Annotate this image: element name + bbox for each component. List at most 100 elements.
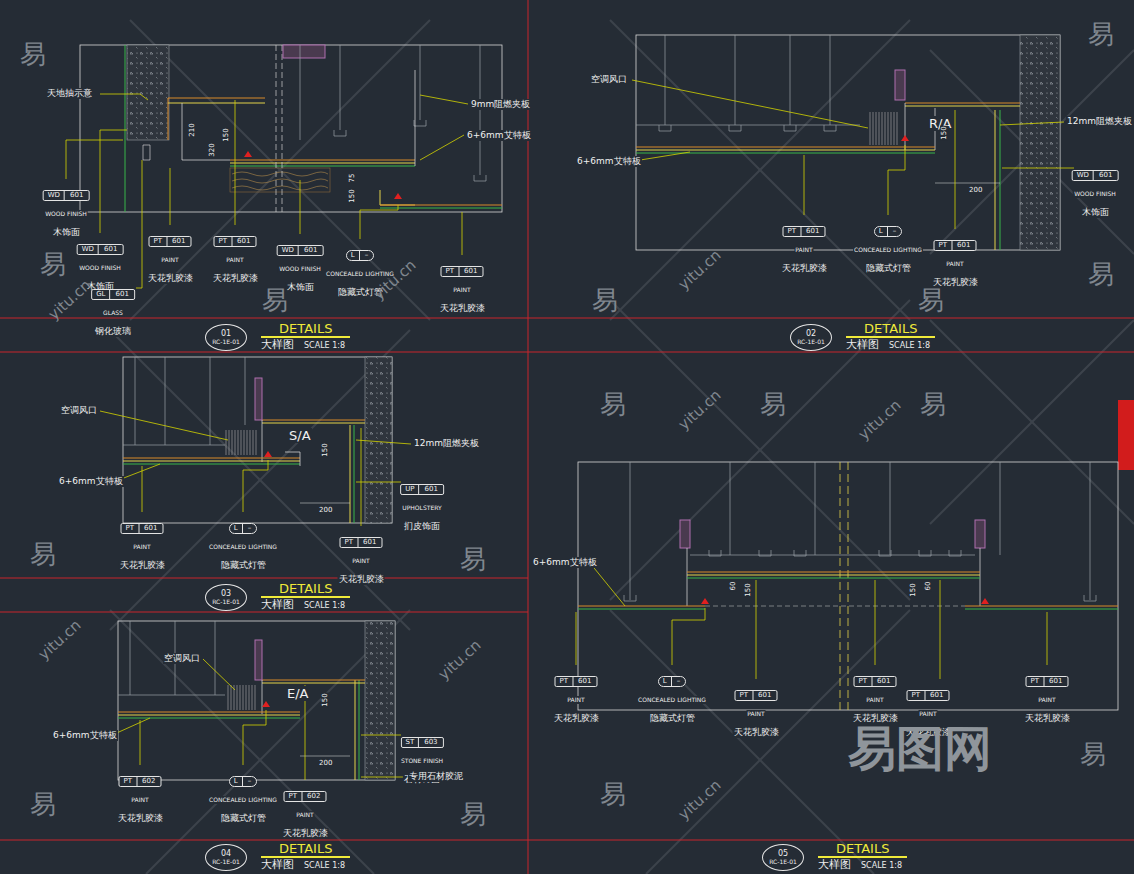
watermark-glyph: 易: [918, 286, 944, 314]
material-number: 601: [99, 245, 122, 254]
material-number: –: [243, 524, 257, 533]
caption-line: 天花乳胶漆: [119, 553, 166, 572]
material-tag: PT602PAINT 天花乳胶漆: [282, 783, 329, 840]
caption-line: CONCEALED LIGHTING: [853, 237, 923, 256]
material-name-en: STONE FINISH: [400, 757, 444, 765]
material-tag: PT601PAINT天花乳胶漆: [553, 668, 600, 725]
material-name-zh: 天花乳胶漆: [733, 727, 780, 738]
material-number: 601: [139, 524, 162, 533]
lighting-tag: L–CONCEALED LIGHTING隐藏式灯管: [208, 515, 278, 572]
leader-lines: [66, 80, 1074, 780]
caption-line: PAINT: [1024, 687, 1071, 706]
material-tag: PT601PAINT天花乳胶漆: [852, 668, 899, 725]
material-tag: PT601PAINT天花乳胶漆: [119, 515, 166, 572]
caption-line: 天花乳胶漆: [282, 821, 329, 840]
material-tag: PT601PAINT天花乳胶漆: [439, 258, 486, 315]
material-name-en: CONCEALED LIGHTING: [853, 246, 923, 254]
material-tag: PT601PAINT天花乳胶漆: [1024, 668, 1071, 725]
material-name-en: WOOD FINISH: [278, 265, 322, 273]
tag-code-box: PT601: [783, 226, 826, 237]
material-tag: PT601PAINT天花乳胶漆: [338, 529, 385, 586]
tag-code-box: PT601: [149, 236, 192, 247]
tag-code-box: ST603: [400, 737, 443, 748]
detail-number: 01: [221, 329, 231, 338]
material-code: L: [230, 524, 243, 533]
material-code: PT: [285, 792, 303, 801]
material-name-en: UPHOLSTERY: [401, 504, 442, 512]
panel-frames: [80, 35, 1118, 780]
dimension-text: 150: [909, 582, 917, 597]
material-name-en: WOOD FINISH: [78, 264, 122, 272]
title-text-column: DETAILS大样图SCALE 1:8: [818, 842, 907, 872]
material-name-en: PAINT: [130, 796, 149, 804]
title-text-column: DETAILS大样图SCALE 1:8: [261, 582, 350, 612]
caption-line: PAINT: [212, 247, 259, 266]
caption-line: 隐藏式灯管: [208, 806, 278, 825]
tag-code-box: L–: [658, 676, 686, 687]
caption-line: PAINT: [338, 548, 385, 567]
watermark-glyph: 易: [1080, 740, 1106, 768]
material-number: 601: [952, 241, 975, 250]
material-number: 601: [573, 677, 596, 686]
watermark-url: yitu.cn: [35, 617, 84, 664]
material-tag: WD601WOOD FINISH木饰面: [1072, 162, 1119, 219]
tag-code-box: PT601: [907, 690, 950, 701]
title-text-column: DETAILS大样图SCALE 1:8: [261, 842, 350, 872]
material-name-en: PAINT: [746, 710, 765, 718]
tag-code-box: L–: [229, 523, 257, 534]
dimension-text: 150: [321, 442, 329, 457]
watermark-url: yitu.cn: [675, 777, 724, 824]
title-text-column: DETAILS大样图SCALE 1:8: [846, 322, 935, 352]
material-tag: PT601PAINT天花乳胶漆: [212, 228, 259, 285]
material-tag: PT601PAINT天花乳胶漆: [733, 682, 780, 739]
sheet-reference: RC-1E-01: [212, 858, 240, 865]
tag-code-box: GL601: [91, 289, 135, 300]
caption-line: 天花乳胶漆: [439, 296, 486, 315]
material-number: –: [360, 251, 374, 260]
material-number: 601: [801, 227, 824, 236]
watermark-glyph: 易: [600, 780, 626, 808]
annotation-note: 6+6mm艾特板: [466, 130, 532, 141]
caption-line: WOOD FINISH: [43, 201, 90, 220]
caption-line: WOOD FINISH: [77, 255, 124, 274]
material-name-en: CONCEALED LIGHTING: [208, 796, 278, 804]
title-ellipse: 04RC-1E-01: [205, 844, 247, 871]
sheet-reference: RC-1E-01: [769, 858, 797, 865]
material-name-en: PAINT: [295, 811, 314, 819]
material-name-en: PAINT: [132, 543, 151, 551]
tag-code-box: L–: [229, 776, 257, 787]
tag-code-box: PT601: [214, 236, 257, 247]
caption-line: 隐藏式灯管: [208, 553, 278, 572]
material-tag: PT601PAINT 天花乳胶漆: [781, 218, 828, 275]
material-name-en: PAINT: [794, 246, 813, 254]
dimension-text: 150: [348, 188, 356, 203]
tag-code-box: PT601: [854, 676, 897, 687]
dimension-text: 200: [318, 759, 333, 767]
tag-code-box: PT602: [284, 791, 327, 802]
annotation-note: 6+6mm艾特板: [58, 476, 124, 487]
scale-note: SCALE 1:8: [304, 599, 345, 612]
detail-name: 大样图: [261, 598, 294, 611]
caption-line: PAINT: [553, 687, 600, 706]
material-name-en: PAINT: [865, 696, 884, 704]
material-code: ST: [401, 738, 419, 747]
material-tag: UP601UPHOLSTERY扪皮饰面: [400, 476, 444, 533]
annotation-note: 空调风口: [590, 74, 628, 85]
caption-line: STONE FINISH: [400, 748, 444, 767]
material-code: PT: [120, 777, 138, 786]
material-name-zh: 天花乳胶漆: [147, 273, 194, 284]
detail-04-art: [118, 621, 395, 780]
material-name-zh: 隐藏式灯管: [865, 263, 912, 274]
detail-name: 大样图: [261, 338, 294, 351]
dimension-text: 60: [729, 581, 737, 592]
scale-note: SCALE 1:8: [304, 339, 345, 352]
material-code: L: [230, 777, 243, 786]
material-name-zh: 天花乳胶漆: [781, 263, 828, 274]
material-number: 601: [299, 246, 322, 255]
material-number: 601: [459, 267, 482, 276]
material-code: L: [659, 677, 672, 686]
detail-heading: DETAILS: [261, 842, 350, 858]
material-code: PT: [736, 691, 754, 700]
tag-code-box: L–: [346, 250, 374, 261]
